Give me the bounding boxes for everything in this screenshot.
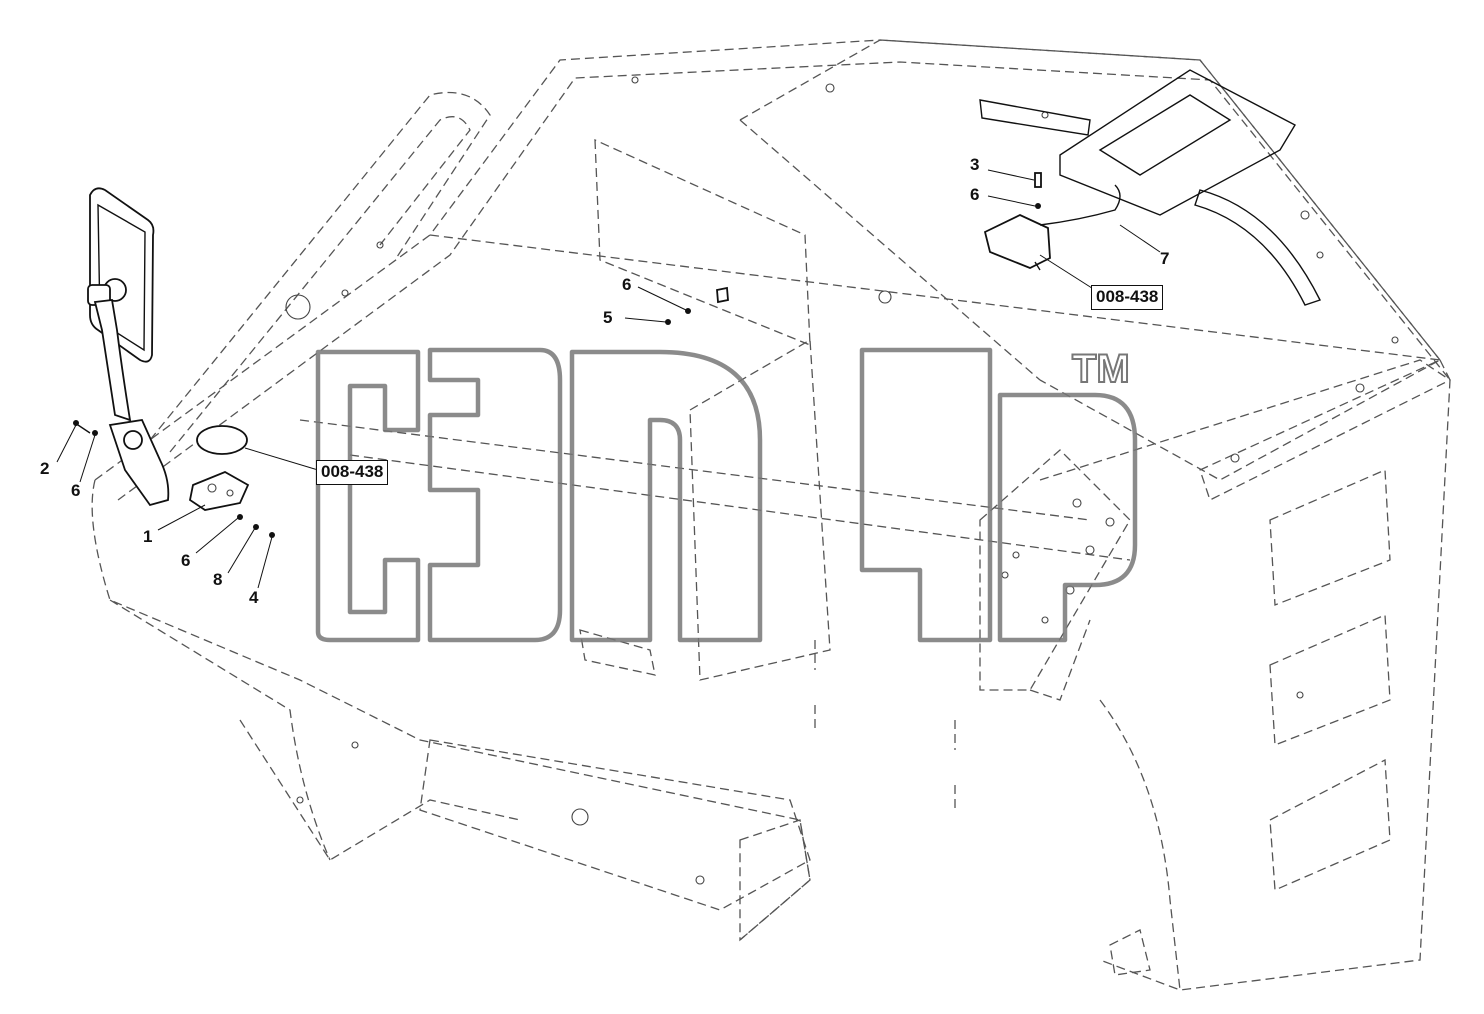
callout-1: 1 xyxy=(143,527,153,546)
callout-4: 4 xyxy=(249,588,259,607)
reference-link-right[interactable]: 008-438 xyxy=(1091,285,1164,310)
callout-3: 3 xyxy=(970,155,980,174)
top-bracket xyxy=(979,69,1321,306)
trademark-symbol: TM xyxy=(1072,347,1130,391)
light-assembly xyxy=(983,172,1121,271)
mirror-bracket xyxy=(188,471,250,511)
callout-8: 8 xyxy=(213,570,223,589)
reference-link-left[interactable]: 008-438 xyxy=(316,460,389,485)
callout-6-right: 6 xyxy=(970,185,980,204)
machine-frame xyxy=(91,39,1451,991)
callout-6-lower: 6 xyxy=(181,551,191,570)
fasteners-left xyxy=(73,420,275,538)
mirror-assembly xyxy=(87,187,170,507)
callout-6-center: 6 xyxy=(622,275,632,294)
fasteners-center xyxy=(665,286,729,325)
callout-7: 7 xyxy=(1160,249,1170,268)
callout-6-left: 6 xyxy=(71,481,81,500)
callout-2: 2 xyxy=(40,459,50,478)
leader-lines xyxy=(56,169,1161,589)
callout-5: 5 xyxy=(603,308,613,327)
frame-holes xyxy=(285,76,1399,885)
round-mirror xyxy=(196,425,248,455)
watermark-logo xyxy=(315,347,1138,643)
